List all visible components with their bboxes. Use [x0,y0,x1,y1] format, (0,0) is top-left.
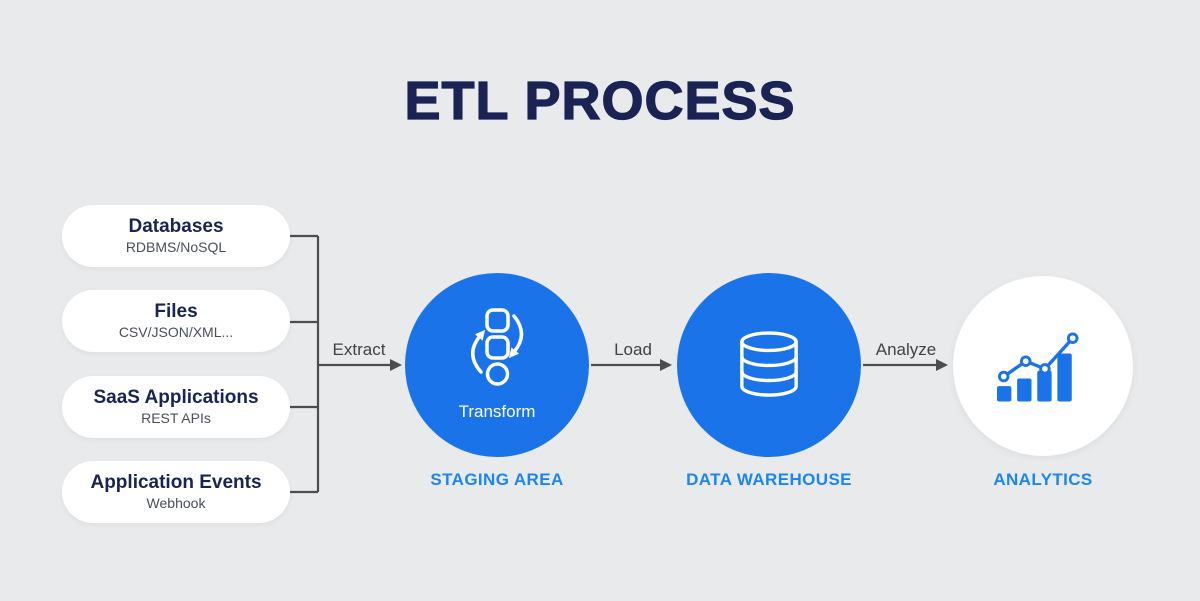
database-icon [738,330,800,400]
source-sublabel: Webhook [146,494,206,511]
data-warehouse-caption: DATA WAREHOUSE [686,470,852,489]
analytics-node [953,276,1133,456]
source-sublabel: CSV/JSON/XML... [118,323,234,340]
bar-line-chart-icon [997,326,1089,406]
source-label: SaaS Applications [93,386,259,408]
source-label: Databases [128,215,224,237]
source-label: Application Events [90,471,262,493]
staging-area-node: Transform [405,273,589,457]
source-databases: Databases RDBMS/NoSQL [62,205,290,267]
page-title: ETL PROCESS [404,70,796,131]
source-application-events: Application Events Webhook [62,461,290,523]
load-label: Load [614,340,652,359]
data-warehouse-node [677,273,861,457]
analyze-label: Analyze [875,340,937,359]
source-sublabel: RDBMS/NoSQL [125,238,227,255]
source-sublabel: REST APIs [141,409,211,426]
transform-icon [457,308,537,394]
source-files: Files CSV/JSON/XML... [62,290,290,352]
extract-label: Extract [332,340,386,359]
source-label: Files [154,300,198,322]
analytics-caption: ANALYTICS [993,470,1093,489]
staging-area-caption: STAGING AREA [430,470,564,489]
source-saas-applications: SaaS Applications REST APIs [62,376,290,438]
transform-label: Transform [458,402,536,421]
